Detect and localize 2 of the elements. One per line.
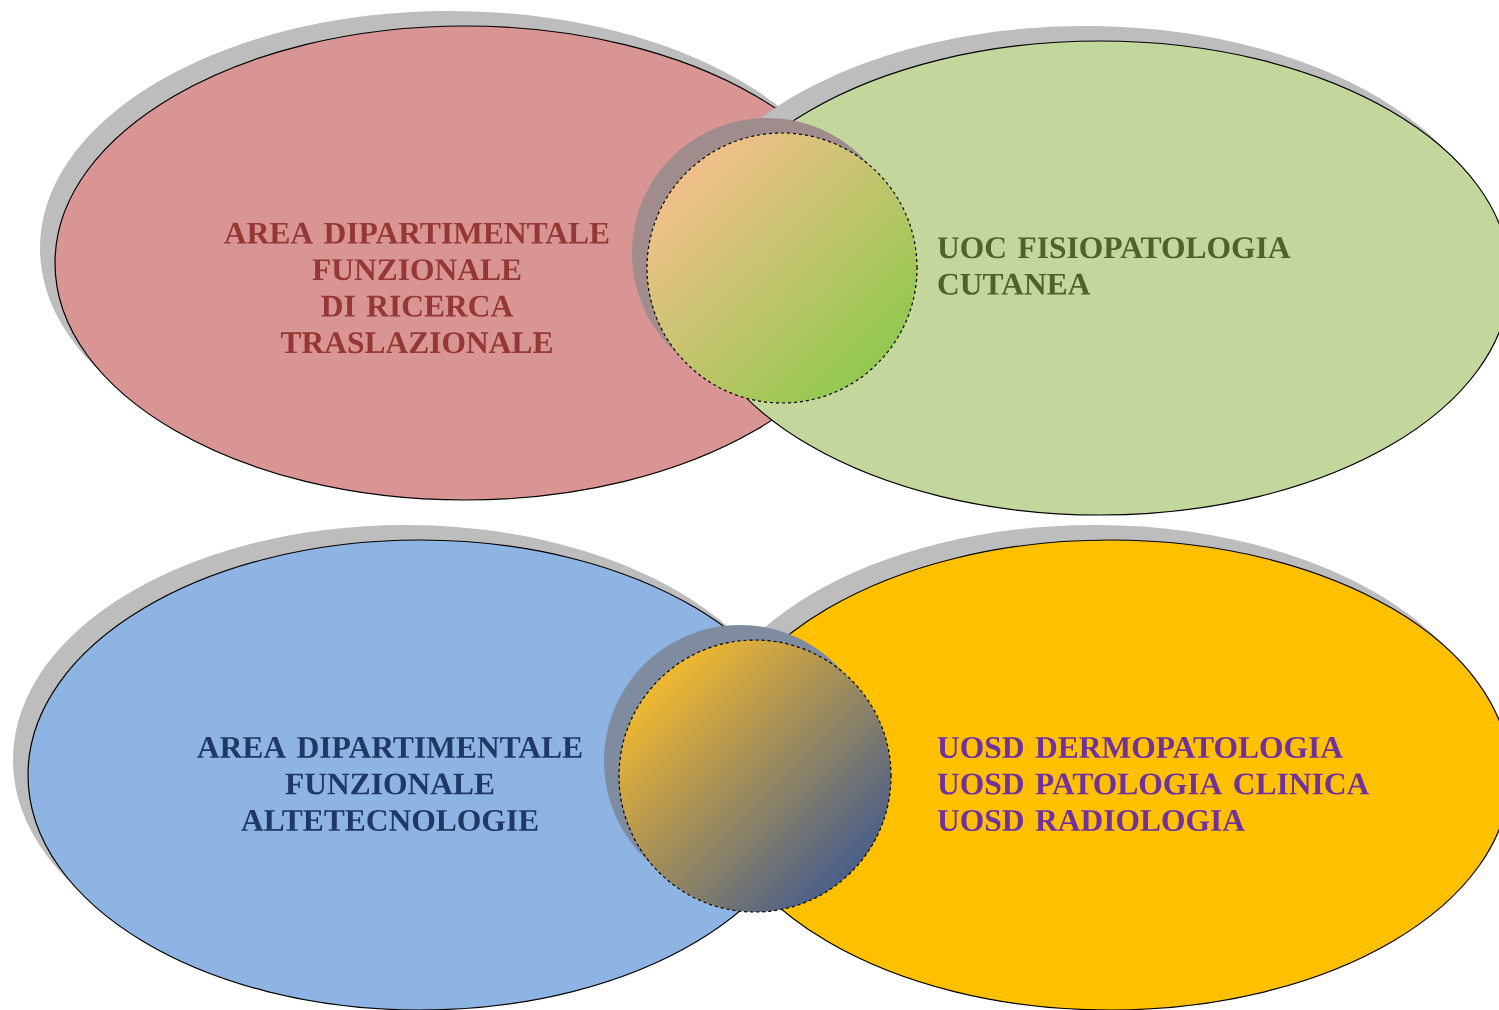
gradient-circle: [604, 625, 892, 913]
gradient-circle: [632, 118, 918, 404]
